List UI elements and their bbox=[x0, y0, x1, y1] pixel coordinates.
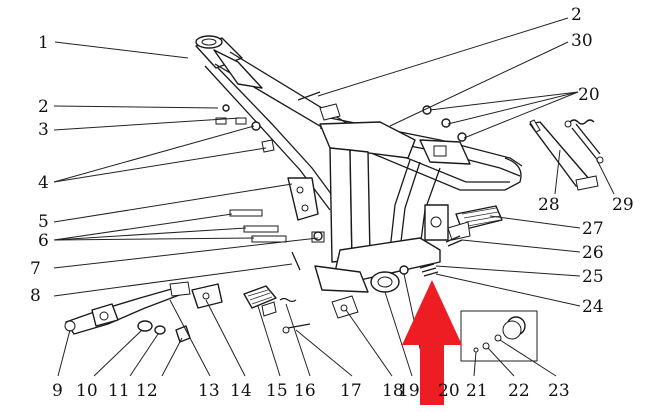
callout-12: 12 bbox=[136, 381, 158, 401]
callout-labels: 1 2 30 2 20 3 4 5 6 7 8 27 26 25 24 28 2… bbox=[30, 5, 634, 401]
inset-detail-box bbox=[460, 310, 538, 362]
callout-4: 4 bbox=[38, 173, 49, 193]
stand-spring bbox=[564, 119, 604, 164]
pivot-hardware bbox=[279, 295, 359, 334]
callout-3: 3 bbox=[38, 120, 49, 140]
callout-1: 1 bbox=[38, 33, 49, 53]
callout-30: 30 bbox=[571, 31, 593, 51]
frame-hardware bbox=[215, 91, 467, 277]
callout-11: 11 bbox=[108, 381, 130, 401]
callout-14: 14 bbox=[230, 381, 252, 401]
callout-10: 10 bbox=[76, 381, 98, 401]
side-stand bbox=[529, 119, 599, 191]
callout-20-bottom: 20 bbox=[438, 381, 460, 401]
callout-29: 29 bbox=[612, 195, 634, 215]
callout-24: 24 bbox=[582, 297, 604, 317]
callout-9: 9 bbox=[52, 381, 63, 401]
brake-pedal bbox=[64, 281, 191, 343]
callout-23: 23 bbox=[548, 381, 570, 401]
main-frame bbox=[195, 35, 523, 293]
callout-26: 26 bbox=[582, 243, 604, 263]
callout-2-left: 2 bbox=[38, 97, 49, 117]
callout-7: 7 bbox=[30, 259, 41, 279]
callout-18: 18 bbox=[382, 381, 404, 401]
callout-21: 21 bbox=[466, 381, 488, 401]
callout-20-top: 20 bbox=[578, 85, 600, 105]
callout-27: 27 bbox=[582, 219, 604, 239]
left-footpeg bbox=[243, 285, 277, 317]
callout-22: 22 bbox=[508, 381, 530, 401]
highlight-arrow bbox=[402, 280, 462, 405]
callout-19: 19 bbox=[398, 381, 420, 401]
callout-16: 16 bbox=[294, 381, 316, 401]
callout-28: 28 bbox=[538, 195, 560, 215]
rear-peg-bracket bbox=[191, 283, 223, 309]
right-footpeg bbox=[445, 205, 503, 247]
callout-13: 13 bbox=[198, 381, 220, 401]
callout-25: 25 bbox=[582, 267, 604, 287]
callout-17: 17 bbox=[340, 381, 362, 401]
callout-8: 8 bbox=[30, 286, 41, 306]
callout-15: 15 bbox=[266, 381, 288, 401]
callout-2-top: 2 bbox=[571, 5, 582, 25]
callout-5: 5 bbox=[38, 212, 49, 232]
callout-6: 6 bbox=[38, 231, 49, 251]
